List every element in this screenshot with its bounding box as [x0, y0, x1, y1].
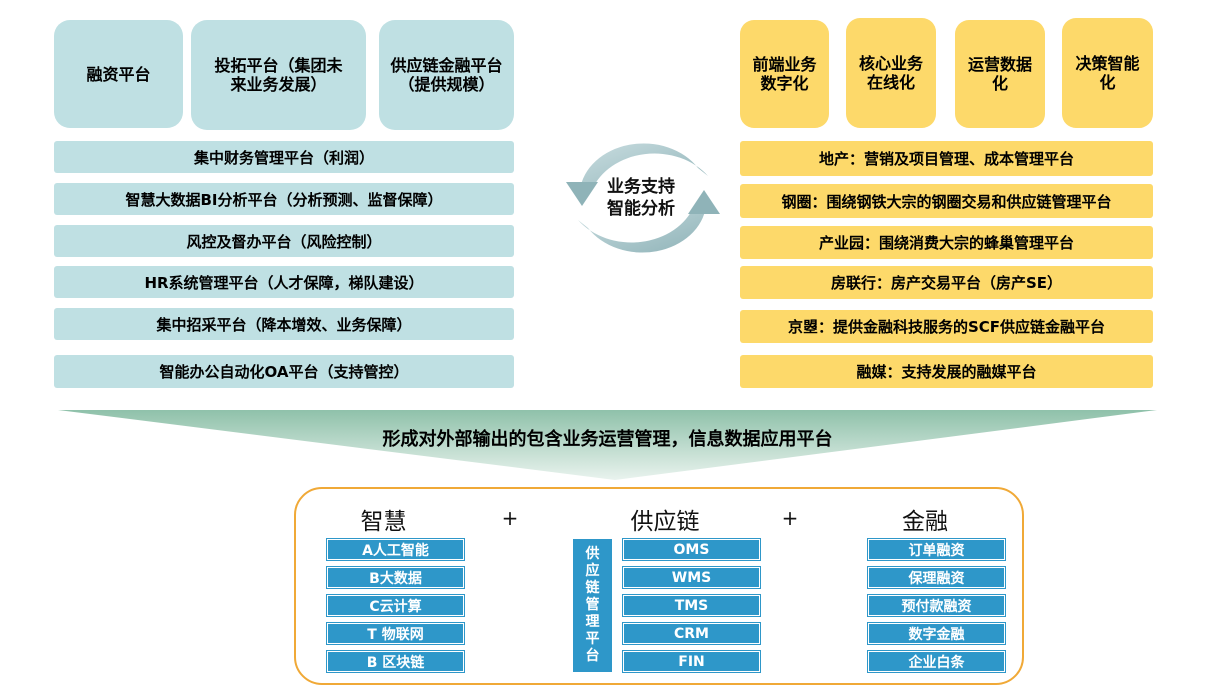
right-bar-realestate: 地产：营销及项目管理、成本管理平台 [740, 141, 1153, 176]
finance-item-order: 订单融资 [868, 539, 1005, 560]
left-bar-finance: 集中财务管理平台（利润） [54, 141, 514, 173]
supply-item-oms: OMS [623, 539, 760, 560]
right-bar-industrial: 产业园：围绕消费大宗的蜂巢管理平台 [740, 226, 1153, 259]
left-tile-investment: 投拓平台（集团未来业务发展） [191, 20, 366, 130]
wisdom-title: 智慧 [360, 509, 407, 535]
wisdom-item-iot: T 物联网 [327, 623, 464, 644]
plus-sign-1: + [501, 506, 519, 530]
right-tile-decision: 决策智能化 [1062, 18, 1153, 128]
left-bar-risk: 风控及督办平台（风险控制） [54, 225, 514, 257]
finance-item-digital: 数字金融 [868, 623, 1005, 644]
supply-item-crm: CRM [623, 623, 760, 644]
wisdom-item-blockchain: B 区块链 [327, 651, 464, 672]
supply-chain-platform-label: 供 应 链 管 理 平 台 [573, 539, 612, 672]
supply-item-wms: WMS [623, 567, 760, 588]
left-bar-hr: HR系统管理平台（人才保障，梯队建设） [54, 266, 514, 298]
side-char-4: 管 [585, 597, 600, 613]
funnel-shape [58, 410, 1157, 480]
wisdom-item-ai: A人工智能 [327, 539, 464, 560]
finance-item-credit: 企业白条 [868, 651, 1005, 672]
cycle-arrows-icon [566, 143, 720, 253]
side-char-5: 理 [585, 614, 600, 630]
cycle-line-1: 业务支持 [607, 177, 675, 197]
supply-item-tms: TMS [623, 595, 760, 616]
left-bar-procurement: 集中招采平台（降本增效、业务保障） [54, 308, 514, 340]
wisdom-item-bigdata: B大数据 [327, 567, 464, 588]
right-bar-steel: 钢圈：围绕钢铁大宗的钢圈交易和供应链管理平台 [740, 184, 1153, 218]
finance-item-prepayment: 预付款融资 [868, 595, 1005, 616]
left-bar-oa: 智能办公自动化OA平台（支持管控） [54, 355, 514, 388]
right-tile-core: 核心业务在线化 [846, 18, 936, 128]
side-char-3: 链 [585, 580, 600, 596]
left-bar-bi: 智慧大数据BI分析平台（分析预测、监督保障） [54, 183, 514, 215]
supply-title: 供应链 [630, 509, 700, 535]
side-char-1: 供 [585, 546, 600, 562]
wisdom-item-cloud: C云计算 [327, 595, 464, 616]
right-tile-operation: 运营数据化 [955, 20, 1045, 128]
cycle-line-2: 智能分析 [607, 199, 675, 219]
finance-item-factoring: 保理融资 [868, 567, 1005, 588]
right-bar-property: 房联行：房产交易平台（房产SE） [740, 266, 1153, 299]
side-char-7: 台 [585, 648, 600, 664]
left-tile-financing: 融资平台 [54, 20, 183, 128]
side-char-2: 应 [585, 563, 600, 579]
right-bar-scf: 京曌：提供金融科技服务的SCF供应链金融平台 [740, 310, 1153, 343]
cycle-label: 业务支持 智能分析 [585, 176, 697, 220]
right-bar-media: 融媒：支持发展的融媒平台 [740, 355, 1153, 388]
left-tile-scf: 供应链金融平台（提供规模） [379, 20, 514, 130]
plus-sign-2: + [781, 506, 799, 530]
side-char-6: 平 [585, 631, 600, 647]
supply-item-fin: FIN [623, 651, 760, 672]
right-tile-frontend: 前端业务数字化 [740, 20, 829, 128]
finance-title: 金融 [902, 509, 948, 535]
platform-tagline: 形成对外部输出的包含业务运营管理，信息数据应用平台 [382, 429, 833, 450]
